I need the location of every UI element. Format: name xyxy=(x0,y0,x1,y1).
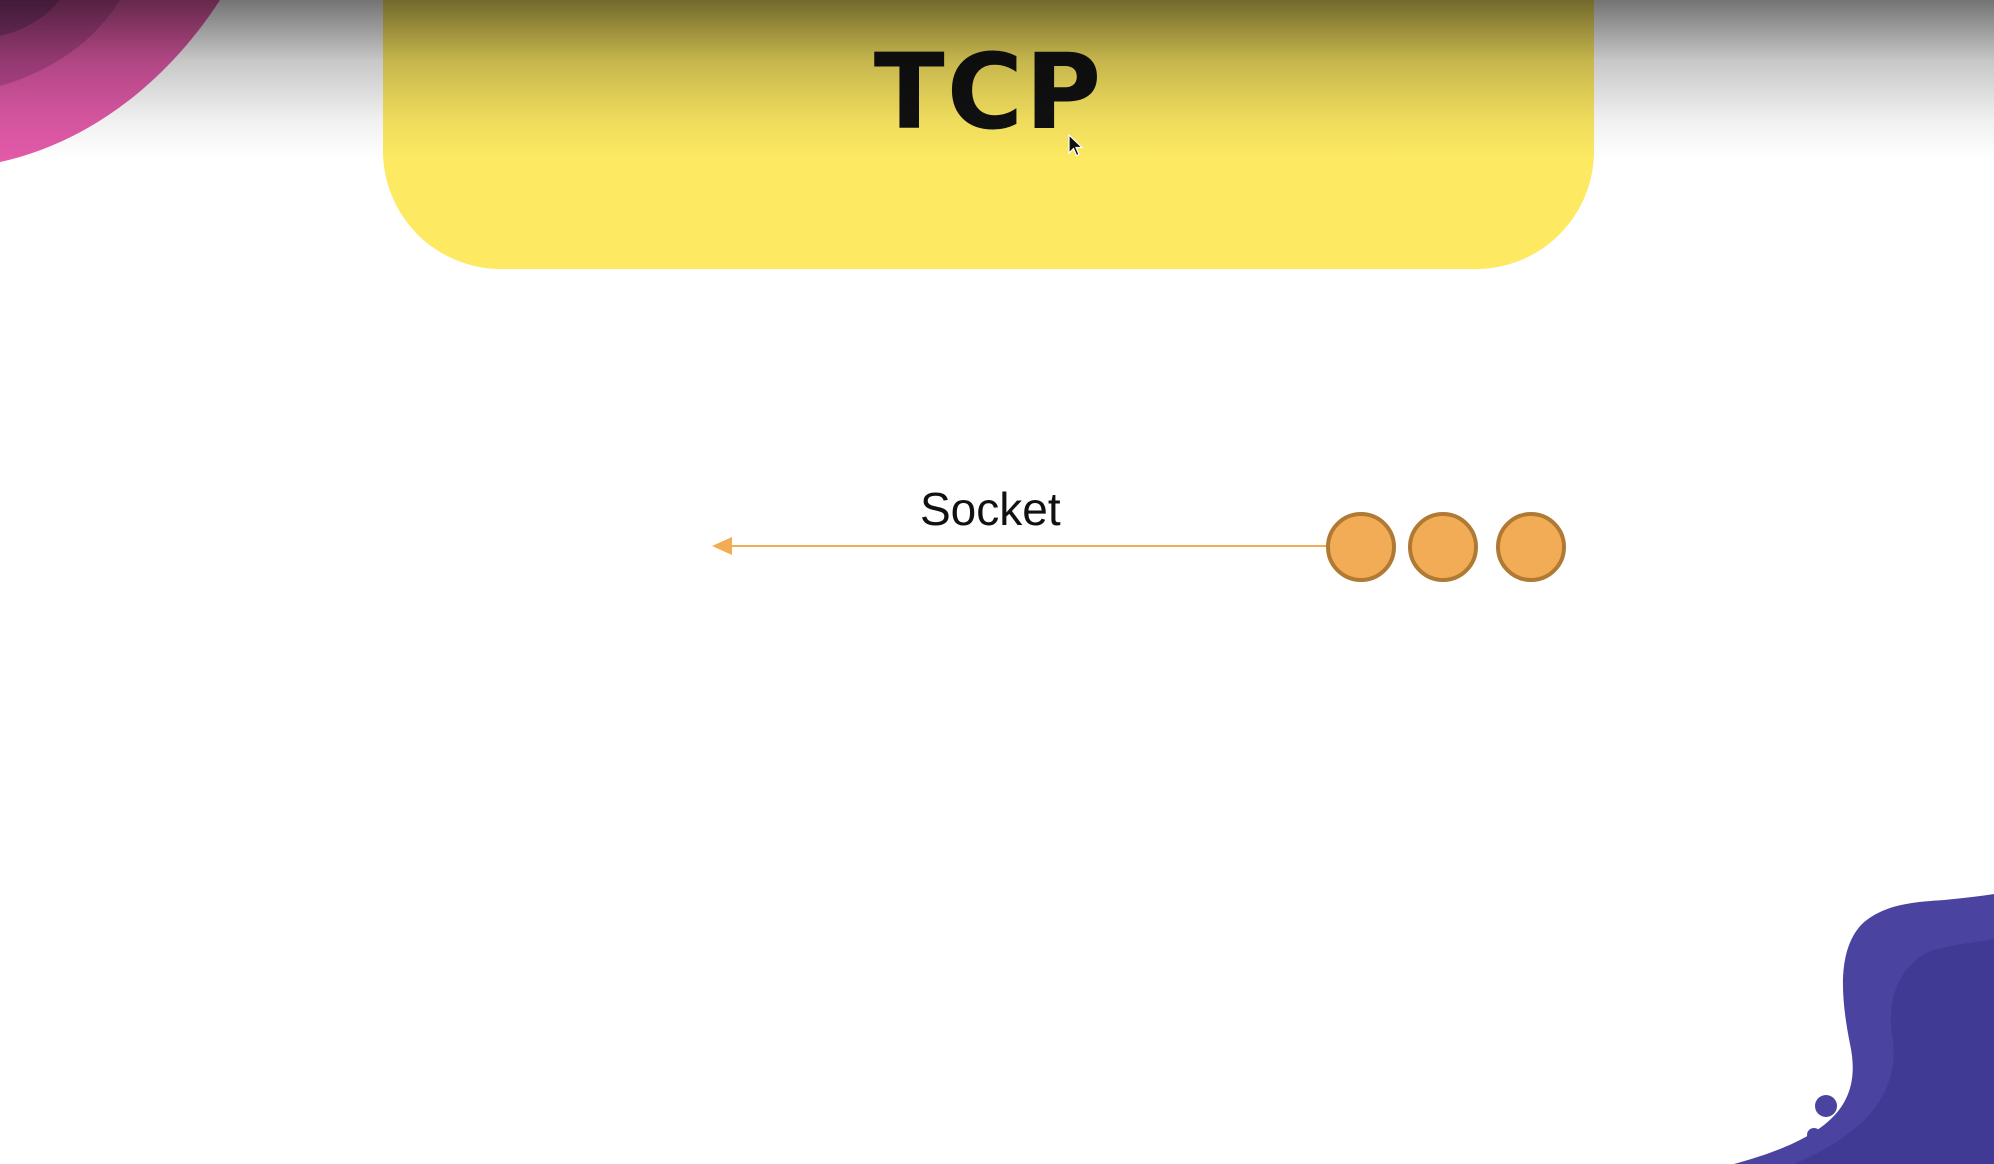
packet-1 xyxy=(1326,512,1396,582)
packet-3 xyxy=(1496,512,1566,582)
mouse-pointer-icon xyxy=(1068,134,1084,157)
socket-label: Socket xyxy=(920,483,1061,535)
arrow-head-left-icon xyxy=(712,537,732,555)
purple-corner-decoration xyxy=(1734,894,1994,1164)
packet-2 xyxy=(1408,512,1478,582)
